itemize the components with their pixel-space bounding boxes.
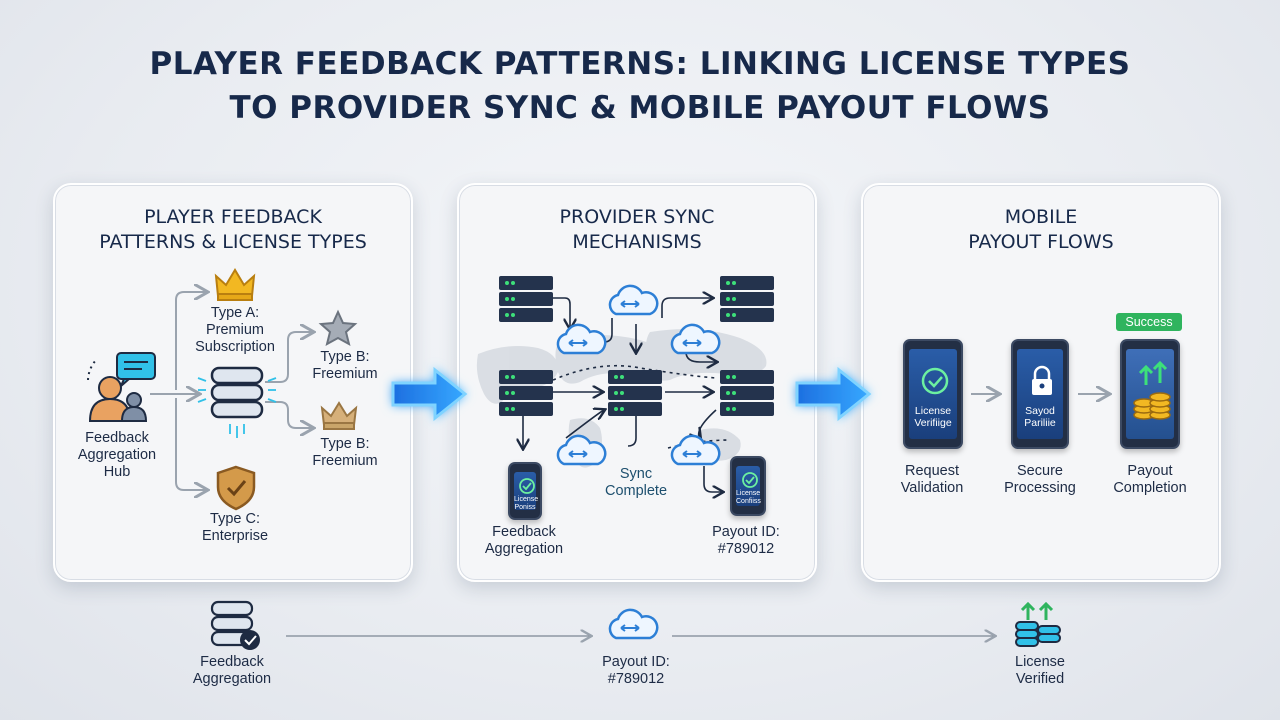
license-type-b-label: Type B: Freemium bbox=[312, 436, 378, 469]
phone-icon: License Confiiss bbox=[730, 456, 766, 516]
crown-icon bbox=[214, 268, 256, 301]
database-check-icon bbox=[210, 600, 260, 650]
server-icon bbox=[720, 370, 774, 416]
main-title-line1: PLAYER FEEDBACK PATTERNS: LINKING LICENS… bbox=[149, 46, 1131, 82]
bottom-label-license-verified: License Verified bbox=[1015, 654, 1065, 687]
step-label-request-validation: Request Validation bbox=[900, 463, 964, 496]
step-label-payout-completion: Payout Completion bbox=[1113, 463, 1187, 496]
cloud-sync-icon bbox=[608, 284, 659, 316]
arrow-panel1-to-panel2 bbox=[391, 366, 468, 422]
star-icon bbox=[318, 309, 358, 346]
license-type-b-label: Type B: Freemium bbox=[312, 349, 378, 382]
phone-secure-processing: Sayod Pariliie bbox=[1011, 339, 1069, 449]
feedback-aggregation-label: Feedback Aggregation bbox=[484, 524, 564, 557]
success-badge: Success bbox=[1116, 313, 1182, 331]
check-icon bbox=[921, 367, 949, 395]
database-icon bbox=[197, 366, 277, 438]
main-title-line2: TO PROVIDER SYNC & MOBILE PAYOUT FLOWS bbox=[229, 90, 1051, 126]
phone-license-verification: License Verifiige bbox=[903, 339, 963, 449]
feedback-hub-label: Feedback Aggregation Hub bbox=[77, 430, 157, 480]
panel-title: MOBILE PAYOUT FLOWS bbox=[968, 206, 1114, 253]
license-type-a-label: Type A: Premium Subscription bbox=[195, 305, 275, 355]
license-type-c-label: Type C: Enterprise bbox=[201, 511, 269, 544]
crown-icon bbox=[320, 401, 358, 430]
cloud-sync-icon bbox=[670, 323, 721, 355]
coins-up-icon bbox=[1015, 601, 1061, 647]
check-icon bbox=[519, 478, 535, 494]
panel-title: PROVIDER SYNC MECHANISMS bbox=[559, 206, 715, 253]
server-icon bbox=[720, 276, 774, 322]
main-title: PLAYER FEEDBACK PATTERNS: LINKING LICENS… bbox=[0, 42, 1280, 130]
coins-up-icon bbox=[1133, 360, 1171, 420]
server-icon bbox=[499, 370, 553, 416]
panel-title: PLAYER FEEDBACK PATTERNS & LICENSE TYPES bbox=[99, 206, 367, 253]
cloud-sync-icon bbox=[608, 608, 659, 640]
step-label-secure-processing: Secure Processing bbox=[1004, 463, 1076, 496]
sync-complete-label: Sync Complete bbox=[604, 466, 668, 499]
check-icon bbox=[742, 472, 758, 488]
arrow-panel2-to-panel3 bbox=[795, 366, 872, 422]
bottom-label-feedback-aggregation: Feedback Aggregation bbox=[192, 654, 272, 687]
bottom-label-payout-id: Payout ID: #789012 bbox=[602, 654, 670, 687]
payout-id-label: Payout ID: #789012 bbox=[712, 524, 780, 557]
lock-icon bbox=[1032, 365, 1052, 395]
feedback-hub-icon bbox=[87, 352, 156, 422]
phone-icon: License Poniss bbox=[508, 462, 542, 520]
cloud-sync-icon bbox=[556, 323, 607, 355]
phone-payout-completion bbox=[1120, 339, 1180, 449]
server-icon bbox=[608, 370, 662, 416]
server-icon bbox=[499, 276, 553, 322]
shield-check-icon bbox=[216, 465, 256, 511]
